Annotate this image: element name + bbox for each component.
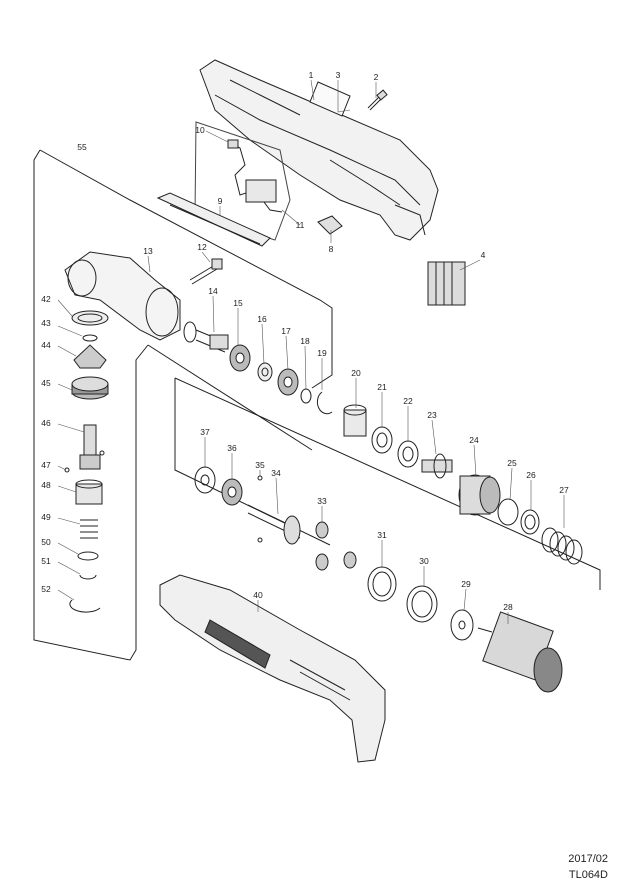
- part-number-24: 24: [469, 435, 479, 445]
- part-4: [427, 261, 466, 306]
- part-number-37: 37: [200, 427, 210, 437]
- part-number-44: 44: [41, 340, 51, 350]
- part-number-20: 20: [351, 368, 361, 378]
- ring-part-21: [371, 426, 393, 454]
- ring-part-43: [82, 334, 98, 342]
- part-number-40: 40: [253, 590, 263, 600]
- part-number-1: 1: [309, 70, 314, 80]
- shaft-part-23: [421, 453, 453, 479]
- part-number-19: 19: [317, 348, 327, 358]
- planet-gears-part-33: [315, 521, 357, 571]
- circlip-part-19: [316, 391, 333, 415]
- motor-part-28: [477, 611, 563, 693]
- ring-part-16: [257, 362, 273, 382]
- washer-part-37: [194, 466, 216, 494]
- bearing-part-36: [221, 478, 243, 506]
- part-number-18: 18: [300, 336, 310, 346]
- part-number-25: 25: [507, 458, 517, 468]
- leader-lines: [57, 79, 565, 624]
- washer-part-50: [77, 551, 99, 561]
- part-number-3: 3: [336, 70, 341, 80]
- part-number-42: 42: [41, 294, 51, 304]
- ring-gear-part-31: [367, 566, 397, 602]
- part-number-14: 14: [208, 286, 218, 296]
- part-number-28: 28: [503, 602, 513, 612]
- bracket-part-55: [33, 149, 333, 661]
- part-number-31: 31: [377, 530, 387, 540]
- part-number-36: 36: [227, 443, 237, 453]
- spring-part-49: [80, 519, 98, 539]
- part-number-23: 23: [427, 410, 437, 420]
- part-number-52: 52: [41, 584, 51, 594]
- part-number-16: 16: [257, 314, 267, 324]
- switch-assembly-box: [194, 121, 291, 241]
- part-number-43: 43: [41, 318, 51, 328]
- footer-date: 2017/02: [568, 853, 608, 865]
- part-number-10: 10: [195, 125, 205, 135]
- part-number-34: 34: [271, 468, 281, 478]
- shaft-part-14: [183, 321, 229, 353]
- sleeve-part-20: [343, 404, 367, 437]
- ring-gear-part-30: [406, 585, 438, 623]
- sleeve-part-48: [75, 479, 103, 505]
- housing-part-1: [199, 59, 439, 241]
- ring-part-26: [520, 509, 540, 535]
- balls-part-35: [257, 475, 263, 543]
- part-number-49: 49: [41, 512, 51, 522]
- part-number-46: 46: [41, 418, 51, 428]
- part-number-15: 15: [233, 298, 243, 308]
- part-number-55: 55: [77, 142, 87, 152]
- part-number-22: 22: [403, 396, 413, 406]
- part-number-9: 9: [218, 196, 223, 206]
- gear-part-44: [73, 344, 107, 369]
- bearing-part-45: [71, 376, 109, 400]
- spring-part-27: [541, 527, 583, 565]
- washer-part-18: [300, 388, 312, 404]
- ring-part-42: [71, 310, 109, 326]
- part-number-27: 27: [559, 485, 569, 495]
- part-number-8: 8: [329, 244, 334, 254]
- part-number-51: 51: [41, 556, 51, 566]
- rail-part-9: [156, 192, 271, 247]
- ball-part-47: [64, 450, 105, 473]
- clip-part-51: [79, 574, 97, 580]
- part-number-50: 50: [41, 537, 51, 547]
- part-number-33: 33: [317, 496, 327, 506]
- clip-part-52: [69, 599, 101, 613]
- part-number-13: 13: [143, 246, 153, 256]
- bearing-part-15: [229, 344, 251, 372]
- part-number-30: 30: [419, 556, 429, 566]
- label-part-3: [309, 81, 351, 117]
- screw-part-2: [367, 89, 388, 111]
- spindle-part-46: [79, 424, 101, 470]
- part-number-29: 29: [461, 579, 471, 589]
- carrier-part-34: [247, 504, 301, 545]
- part-number-26: 26: [526, 470, 536, 480]
- part-number-45: 45: [41, 378, 51, 388]
- part-number-2: 2: [374, 72, 379, 82]
- part-number-48: 48: [41, 480, 51, 490]
- washer-part-22: [397, 440, 419, 468]
- bearing-part-17: [277, 368, 299, 396]
- gear-part-24: [458, 474, 501, 516]
- part-number-21: 21: [377, 382, 387, 392]
- gear-housing-part-13: [64, 251, 181, 341]
- part-8: [317, 215, 343, 235]
- part-number-47: 47: [41, 460, 51, 470]
- part-number-11: 11: [296, 220, 305, 230]
- footer-model-code: TL064D: [568, 869, 608, 881]
- plate-part-29: [450, 609, 474, 641]
- part-number-12: 12: [197, 242, 207, 252]
- housing-part-40: [159, 574, 386, 763]
- part-number-35: 35: [255, 460, 265, 470]
- screw-part-12: [189, 258, 223, 285]
- part-number-4: 4: [481, 250, 486, 260]
- part-number-17: 17: [281, 326, 291, 336]
- ring-part-25: [497, 498, 519, 526]
